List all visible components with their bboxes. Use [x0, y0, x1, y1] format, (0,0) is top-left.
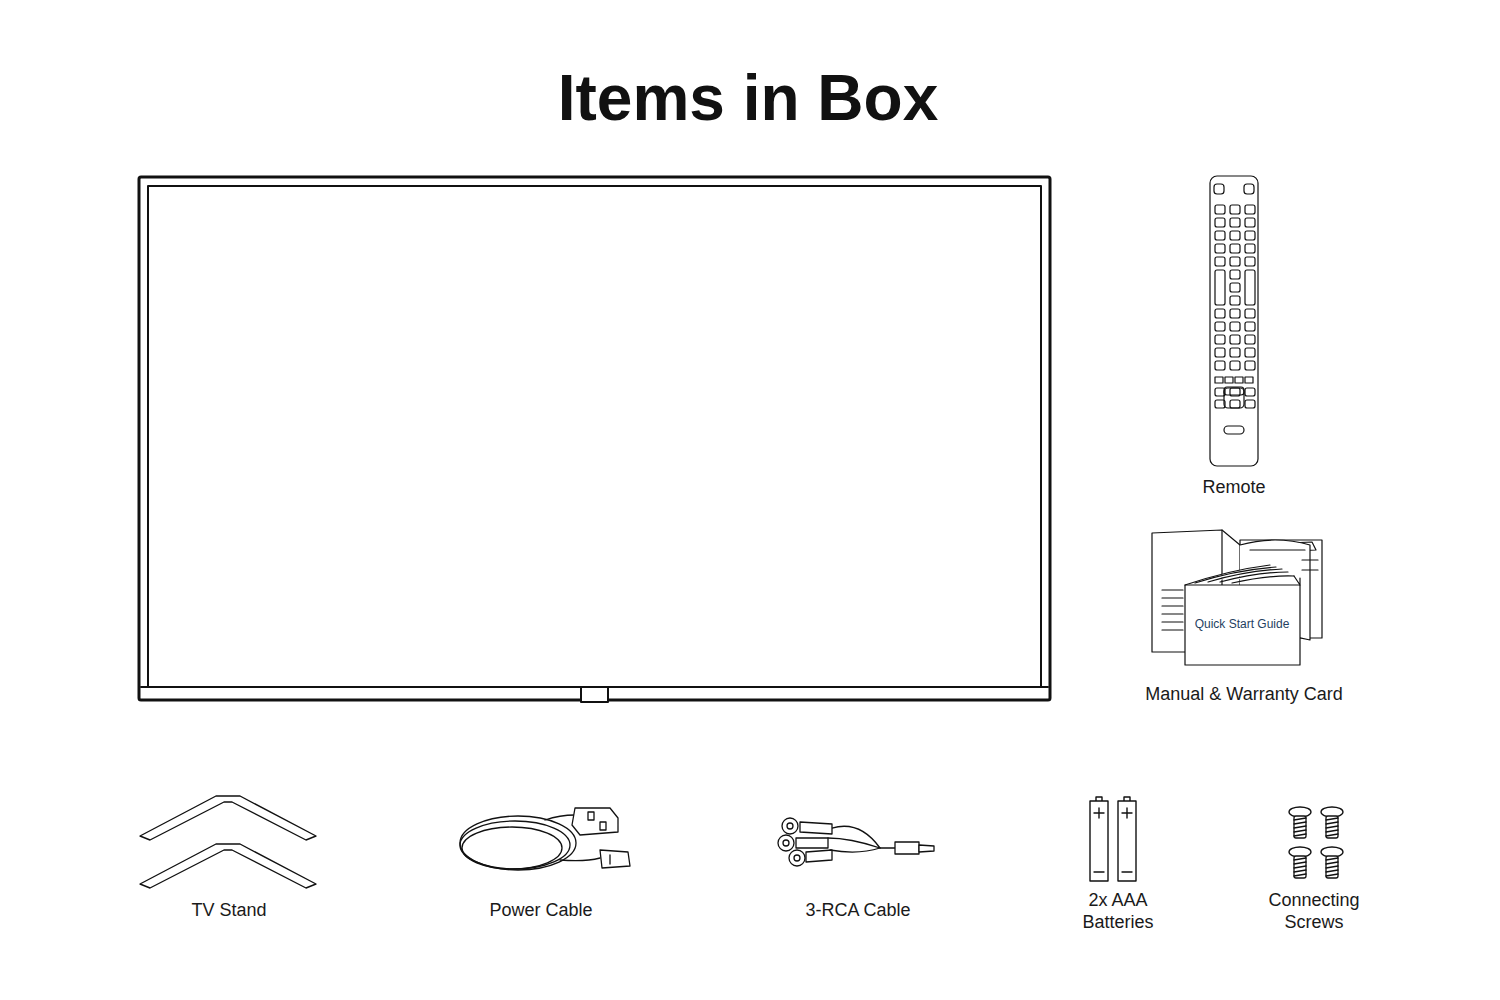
item-label: TV Stand: [191, 900, 266, 922]
item-label: Power Cable: [489, 900, 592, 922]
item-label: Manual & Warranty Card: [1145, 684, 1342, 706]
manual-illustration: [1152, 530, 1322, 665]
page-title: Items in Box: [558, 60, 939, 137]
stand-illustration: [140, 796, 316, 888]
screws-illustration: [1289, 807, 1343, 878]
item-label: 2x AAA Batteries: [1068, 890, 1168, 933]
item-label: Connecting Screws: [1258, 890, 1370, 933]
booklet-title: Quick Start Guide: [1195, 617, 1290, 631]
item-label: Remote: [1202, 477, 1265, 499]
item-label: 3-RCA Cable: [805, 900, 910, 922]
tv-illustration: [139, 177, 1050, 702]
rca-cable-illustration: [778, 818, 934, 866]
remote-illustration: [1210, 176, 1258, 466]
power-cable-illustration: [460, 808, 630, 870]
batteries-illustration: [1090, 797, 1136, 881]
